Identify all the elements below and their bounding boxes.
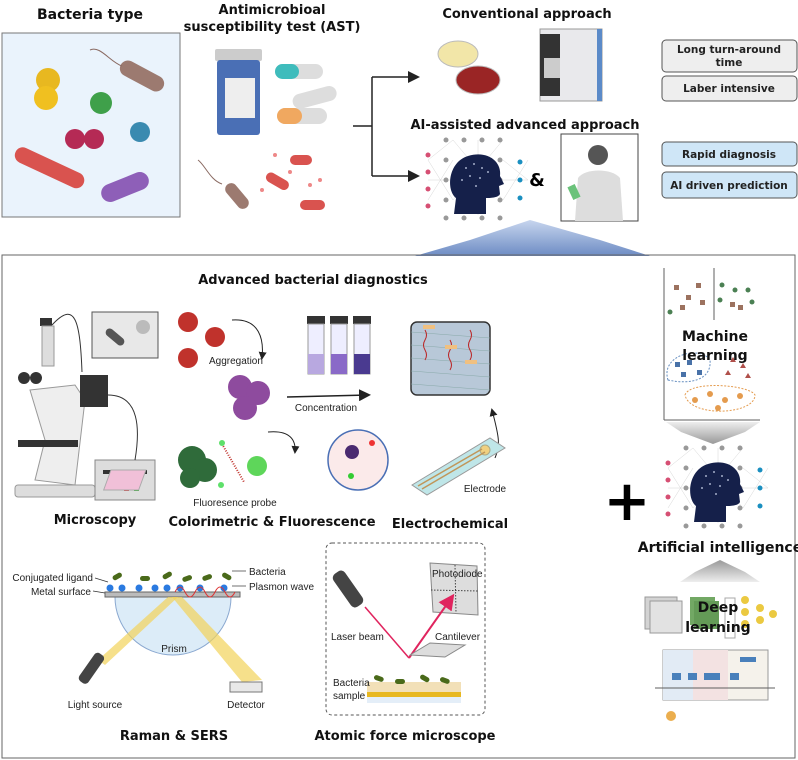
branch-arrows bbox=[353, 71, 420, 182]
conventional-approach-title: Conventional approach bbox=[442, 7, 611, 22]
machine-learning-illustration bbox=[663, 268, 760, 421]
ai-brain-network-icon bbox=[425, 137, 529, 221]
conjugated-ligand-label: Conjugated ligand bbox=[12, 573, 93, 584]
mass-spectrometer-icon bbox=[539, 28, 603, 102]
aggregation-label: Aggregation bbox=[209, 356, 263, 367]
rod-bacterium-icon bbox=[119, 60, 165, 92]
afm-label: Atomic force microscope bbox=[314, 729, 495, 744]
petri-dish-icon bbox=[437, 40, 501, 95]
lysed-bacteria-icon bbox=[197, 153, 325, 210]
bacteria-sample-line1: Bacteria bbox=[333, 678, 370, 689]
afm-setup bbox=[332, 562, 479, 703]
afm-dashed-frame bbox=[325, 542, 486, 716]
ampersand: & bbox=[529, 170, 545, 191]
colorimetric-fluorescence-label: Colorimetric & Fluorescence bbox=[168, 515, 375, 530]
advanced-diagnostics-panel bbox=[1, 254, 796, 759]
machine-learning-line1: Machine bbox=[682, 329, 748, 345]
detector-label: Detector bbox=[227, 700, 265, 711]
capsules-icon bbox=[275, 64, 337, 124]
prism-label: Prism bbox=[161, 644, 187, 655]
plus-sign: + bbox=[604, 469, 651, 534]
advanced-diagnostics-title: Advanced bacterial diagnostics bbox=[198, 273, 428, 288]
bacteria-types-panel bbox=[1, 32, 181, 218]
vials-icon bbox=[307, 316, 371, 375]
concentration-label: Concentration bbox=[295, 403, 357, 414]
gold-nanoparticles-icon bbox=[178, 312, 270, 420]
laser-icon bbox=[332, 570, 364, 608]
raman-sers-setup bbox=[78, 570, 263, 693]
antibiotic-bottle-icon bbox=[215, 49, 262, 135]
microscopy-label: Microscopy bbox=[54, 513, 137, 528]
light-source-label: Light source bbox=[68, 700, 123, 711]
deep-learning-line2: learning bbox=[685, 620, 750, 636]
cantilever-label: Cantilever bbox=[435, 632, 481, 643]
fluorescence-probe-label: Fluoresence probe bbox=[193, 498, 277, 509]
raman-sers-label: Raman & SERS bbox=[120, 729, 228, 744]
laser-beam-label: Laser beam bbox=[331, 632, 384, 643]
microscope-icon bbox=[14, 311, 159, 501]
electrode-label: Electrode bbox=[464, 484, 507, 495]
photodiode-label: Photodiode bbox=[432, 569, 483, 580]
up-arrow-gray bbox=[680, 560, 760, 582]
drawback-labor-intensive: Laber intensive bbox=[683, 83, 775, 95]
down-arrow-gray bbox=[666, 422, 760, 444]
drawback-boxes: Long turn-around time Laber intensive bbox=[661, 39, 798, 102]
upward-arrow-blue bbox=[415, 220, 650, 256]
bacteria-type-title: Bacteria type bbox=[37, 7, 143, 23]
electrode-arrow bbox=[489, 408, 499, 459]
metal-surface-label: Metal surface bbox=[31, 587, 91, 598]
bacteria-label: Bacteria bbox=[249, 567, 286, 578]
detector-icon bbox=[229, 681, 263, 693]
deep-learning-line1: Deep bbox=[698, 600, 739, 616]
deep-learning-illustration bbox=[644, 596, 777, 721]
scientist-icon bbox=[560, 133, 639, 222]
ast-title-line1: Antimicrobioal bbox=[219, 3, 326, 18]
ai-approach-title: AI-assisted advanced approach bbox=[411, 118, 640, 133]
electrochemical-label: Electrochemical bbox=[392, 517, 508, 532]
concentration-arrow bbox=[286, 389, 371, 402]
benefit-ai-prediction: AI driven prediction bbox=[670, 180, 788, 192]
ast-title-line2: susceptibility test (AST) bbox=[184, 20, 361, 35]
drawback-long-turnaround: Long turn-around bbox=[677, 44, 781, 56]
benefit-rapid-diagnosis: Rapid diagnosis bbox=[682, 149, 776, 161]
fluorescence-probe-icon bbox=[102, 429, 389, 491]
graphene-sensor-icon bbox=[410, 321, 491, 396]
drawback-long-turnaround-line2: time bbox=[716, 57, 743, 69]
bacteria-sample-line2: sample bbox=[333, 691, 366, 702]
artificial-intelligence-label: Artificial intelligence bbox=[638, 540, 798, 556]
light-source-icon bbox=[78, 652, 105, 684]
electrode-icon bbox=[411, 437, 506, 496]
machine-learning-line2: learning bbox=[682, 348, 747, 364]
cantilever-icon bbox=[408, 642, 467, 658]
ai-brain-network-icon-2 bbox=[665, 445, 769, 529]
plasmon-wave-label: Plasmon wave bbox=[249, 582, 314, 593]
benefit-boxes: Rapid diagnosis AI driven prediction bbox=[661, 141, 798, 199]
